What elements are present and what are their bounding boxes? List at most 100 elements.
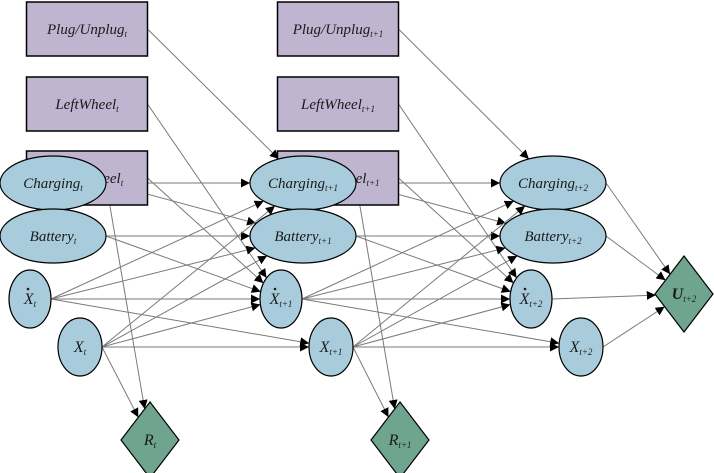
utility-diamond	[120, 401, 180, 473]
node-label-subscript: t	[34, 299, 37, 309]
edge-x_t-to-charging_t1	[101, 205, 276, 348]
edge-xdot_t-to-x_t1	[50, 298, 310, 347]
edge-battery_t1-to-xdot_t2	[355, 235, 511, 293]
node-label-subscript: t+2	[579, 347, 593, 357]
node-label-subscript: t+1	[325, 183, 338, 193]
node-label: Plug/Unplugt	[46, 22, 128, 39]
node-label: Chargingt+2	[518, 176, 589, 193]
node-plug-t: Plug/Unplugt	[25, 1, 149, 57]
edge-charging_t-to-r_t	[105, 182, 148, 410]
node-label: Xt+1	[319, 339, 343, 357]
node-label-subscript: t+1	[366, 178, 379, 188]
node-charging-t: Chargingt	[0, 155, 107, 211]
node-battery-t1: Batteryt+1	[249, 208, 357, 264]
chance-node-shape	[499, 208, 607, 264]
edge-xdot_t1-to-charging_t2	[301, 200, 514, 300]
node-label-subscript: t+1	[370, 29, 383, 39]
edge-x_t1-to-battery_t2	[352, 255, 518, 348]
node-label-subscript: t+1	[398, 440, 411, 450]
node-label-base: Battery	[524, 229, 568, 245]
edge-x_t2-to-u_t2	[602, 306, 665, 348]
action-box	[276, 1, 400, 57]
node-charging-t2: Chargingt+2	[499, 155, 607, 211]
node-x-t2: Xt+2	[558, 317, 604, 377]
node-label-subscript: t+2	[529, 299, 543, 309]
edges-layer	[50, 28, 671, 418]
node-label-base: X	[569, 339, 581, 356]
node-left-t1: LeftWheelt+1	[276, 76, 400, 132]
node-label-subscript: t	[124, 29, 127, 39]
node-label: LeftWheelt+1	[300, 97, 375, 114]
edge-plug_t1-to-charging_t2	[398, 28, 530, 160]
node-label: Chargingt	[23, 176, 83, 193]
edge-x_t1-to-r_t1	[352, 346, 389, 418]
node-label-base: X	[73, 339, 85, 356]
node-x-t1: Xt+1	[308, 317, 354, 377]
node-label-base: Plug/Unplug	[292, 22, 371, 38]
edge-battery_t2-to-u_t2	[605, 235, 666, 281]
node-label-base: Plug/Unplug	[46, 22, 125, 38]
node-label-subscript: t+1	[362, 104, 375, 114]
node-label: LeftWheelt	[54, 97, 119, 114]
node-xdot-t: Xt	[8, 269, 52, 329]
node-label-base: U	[672, 286, 685, 303]
node-label-subscript: t+1	[279, 299, 292, 309]
edge-xdot_t1-to-x_t2	[301, 298, 560, 347]
edge-xdot_t-to-battery_t1	[50, 245, 256, 300]
node-plug-t1: Plug/Unplugt+1	[276, 1, 400, 57]
chance-node-shape	[308, 317, 354, 377]
action-box	[276, 76, 400, 132]
node-charging-t1: Chargingt+1	[249, 155, 357, 211]
edge-xdot_t-to-charging_t1	[50, 200, 264, 300]
node-label-subscript: t+2	[575, 183, 589, 193]
node-battery-t2: Batteryt+2	[499, 208, 607, 264]
chance-node-shape	[249, 208, 357, 264]
node-label-subscript: t	[121, 178, 124, 188]
chance-node-shape	[0, 208, 107, 264]
chance-node-shape	[259, 269, 303, 329]
node-label: Xt	[23, 291, 37, 309]
edge-plug_t-to-charging_t1	[147, 28, 280, 160]
edge-x_t-to-r_t	[101, 346, 139, 418]
node-label-base: Battery	[274, 229, 318, 245]
node-label-base: X	[23, 291, 35, 308]
node-label-subscript: t+1	[329, 347, 342, 357]
node-label-base: Charging	[268, 176, 325, 192]
node-label-base: LeftWheel	[300, 97, 362, 113]
chance-node-shape	[509, 269, 553, 329]
node-label-base: R	[388, 432, 399, 449]
node-u-t2: Ut+2	[654, 255, 714, 333]
node-label: Xt+2	[569, 339, 593, 357]
node-xdot-t1: Xt+1	[259, 269, 303, 329]
node-label: Xt+1	[269, 291, 293, 309]
node-label: Batteryt+2	[524, 229, 582, 246]
node-label: Rt+1	[388, 432, 412, 450]
time-derivative-dot	[273, 287, 277, 291]
node-label-subscript: t	[80, 183, 83, 193]
time-derivative-dot	[26, 287, 30, 291]
node-x-t: Xt	[57, 317, 103, 377]
node-label-subscript: t+2	[683, 294, 697, 304]
edge-charging_t2-to-u_t2	[605, 182, 671, 275]
node-battery-t: Batteryt	[0, 208, 107, 264]
node-xdot-t2: Xt+2	[509, 269, 553, 329]
edge-x_t1-to-xdot_t2	[352, 302, 511, 348]
edge-left_t1-to-xdot_t2	[398, 103, 518, 279]
edge-right_t1-to-xdot_t2	[398, 177, 514, 284]
node-label: Chargingt+1	[268, 176, 338, 193]
utility-diamond	[654, 255, 714, 333]
edge-x_t-to-battery_t1	[101, 255, 268, 348]
node-label: Rt	[143, 432, 157, 450]
node-label-base: R	[143, 432, 154, 449]
node-label-base: X	[269, 291, 281, 308]
node-label-base: X	[319, 339, 331, 356]
edge-x_t-to-xdot_t1	[101, 302, 261, 348]
node-label: Batteryt	[30, 229, 77, 246]
chance-node-shape	[57, 317, 103, 377]
node-label-base: Charging	[23, 176, 80, 192]
chance-node-shape	[8, 269, 52, 329]
node-label-subscript: t	[84, 347, 87, 357]
node-label-subscript: t	[74, 236, 77, 246]
node-label: Xt+2	[519, 291, 543, 309]
